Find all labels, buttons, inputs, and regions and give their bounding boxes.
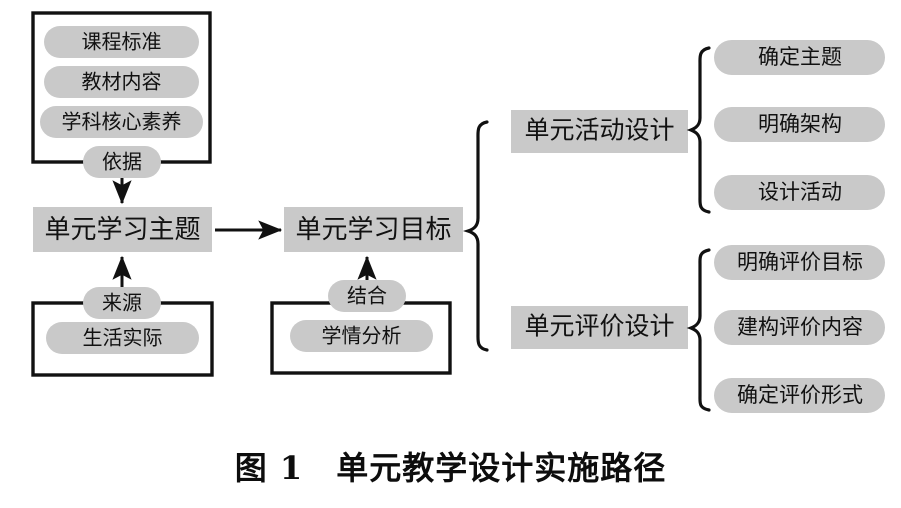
pill-course-standard-label: 课程标准: [82, 30, 162, 54]
evaluation-sub-brace: [686, 248, 711, 412]
main-brace: [462, 120, 489, 352]
pill-textbook-content: 教材内容: [44, 66, 199, 98]
node-unit-objective-label: 单元学习目标: [295, 215, 451, 245]
branch-activity-design-title: 单元活动设计: [524, 116, 674, 145]
pill-core-literacy: 学科核心素养: [40, 106, 203, 138]
pill-clarify-framework-label: 明确架构: [758, 112, 842, 136]
pill-design-activity-label: 设计活动: [758, 180, 842, 204]
pill-learner-analysis: 学情分析: [290, 320, 433, 352]
branch-activity-design: 单元活动设计: [511, 110, 688, 153]
pill-design-activity: 设计活动: [714, 175, 885, 210]
pill-construct-eval-content-label: 建构评价内容: [737, 315, 863, 339]
pill-source-connector: 来源: [83, 287, 161, 319]
pill-learner-analysis-label: 学情分析: [322, 324, 402, 348]
pill-real-life-label: 生活实际: [83, 326, 163, 350]
pill-determine-eval-form: 确定评价形式: [714, 378, 885, 413]
pill-clarify-eval-goal-label: 明确评价目标: [737, 250, 863, 274]
figure-caption: 图 1 单元教学设计实施路径: [234, 449, 667, 487]
pill-combine-connector-label: 结合: [347, 284, 387, 308]
activity-sub-brace: [686, 46, 711, 214]
pill-basis-connector: 依据: [83, 146, 161, 178]
pill-determine-eval-form-label: 确定评价形式: [737, 383, 863, 407]
pill-basis-connector-label: 依据: [102, 150, 142, 174]
node-unit-theme-label: 单元学习主题: [44, 215, 200, 245]
node-unit-theme: 单元学习主题: [33, 207, 212, 252]
pill-real-life: 生活实际: [46, 322, 199, 354]
pill-textbook-content-label: 教材内容: [82, 70, 162, 94]
pill-determine-theme: 确定主题: [714, 40, 885, 75]
pill-source-connector-label: 来源: [102, 291, 142, 315]
branch-evaluation-design: 单元评价设计: [511, 306, 688, 349]
pill-clarify-eval-goal: 明确评价目标: [714, 245, 885, 280]
branch-evaluation-design-title: 单元评价设计: [524, 312, 674, 341]
pill-core-literacy-label: 学科核心素养: [62, 110, 182, 134]
pill-clarify-framework: 明确架构: [714, 107, 885, 142]
pill-combine-connector: 结合: [328, 280, 406, 312]
pill-course-standard: 课程标准: [44, 26, 199, 58]
pill-determine-theme-label: 确定主题: [758, 45, 842, 69]
pill-construct-eval-content: 建构评价内容: [714, 310, 885, 345]
node-unit-objective: 单元学习目标: [284, 207, 463, 252]
